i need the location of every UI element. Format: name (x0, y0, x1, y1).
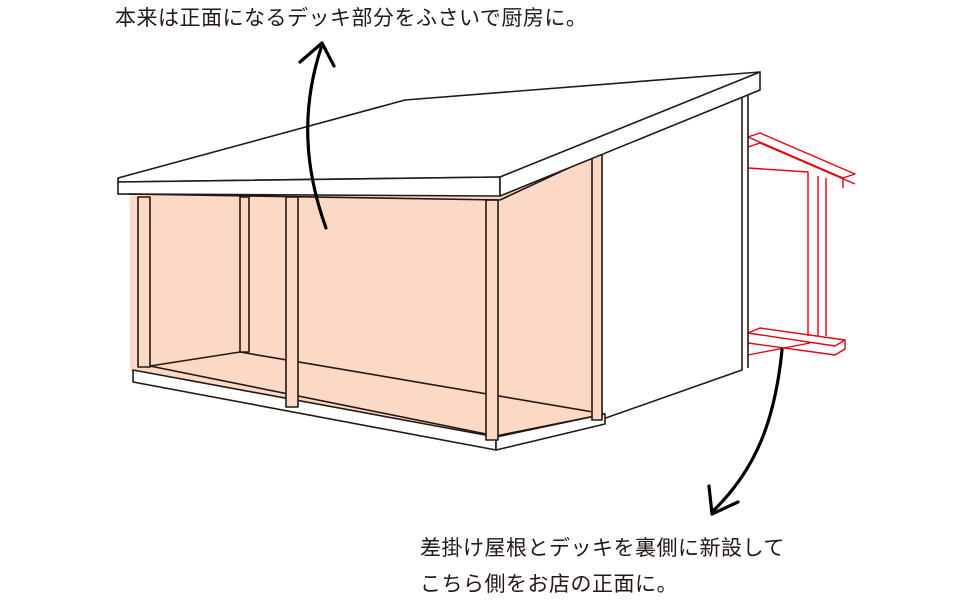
caption-bottom-line-1: 差掛け屋根とデッキを裏側に新設して (420, 536, 785, 560)
posts (137, 154, 603, 441)
new-deck (747, 327, 846, 347)
new-rear-addition (747, 132, 856, 356)
arrow-up (298, 41, 336, 230)
caption-bottom-line-2: こちら側をお店の正面に。 (420, 572, 678, 596)
post-2 (239, 196, 250, 353)
post-1 (137, 196, 151, 368)
post-4 (485, 199, 499, 441)
caption-top: 本来は正面になるデッキ部分をふさいで厨房に。 (115, 6, 588, 30)
post-5 (591, 154, 603, 421)
arrow-down (707, 348, 784, 516)
lean-to-roof (747, 132, 856, 179)
post-3 (285, 196, 299, 408)
caption-bottom: 差掛け屋根とデッキを裏側に新設して こちら側をお店の正面に。 (420, 530, 785, 602)
rear-post (747, 167, 809, 336)
main-roof (117, 71, 761, 201)
